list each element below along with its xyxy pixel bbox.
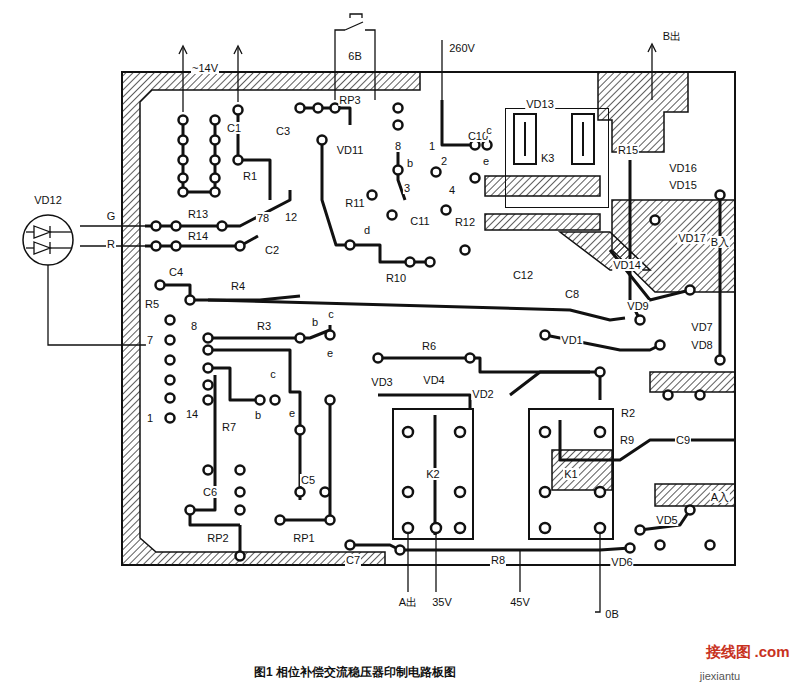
part-label: c <box>327 308 335 320</box>
part-label: R <box>106 238 116 250</box>
part-label: R6 <box>421 340 437 352</box>
part-label: R9 <box>619 434 635 446</box>
rectifier-bridge: VD12 <box>16 190 80 274</box>
part-label: VD2 <box>471 388 494 400</box>
part-label: RP1 <box>292 532 315 544</box>
part-label: 7 <box>146 334 154 346</box>
part-label: R4 <box>230 280 246 292</box>
part-label: d <box>363 224 371 236</box>
part-label: VD9 <box>626 300 649 312</box>
part-label: G <box>106 210 117 222</box>
part-label: R5 <box>144 298 160 310</box>
part-label: A出 <box>398 596 418 608</box>
part-label: VD17 <box>677 232 707 244</box>
part-label: VD3 <box>370 376 393 388</box>
part-label: R13 <box>187 208 209 220</box>
part-label: b <box>406 157 414 169</box>
part-label: VD4 <box>422 374 445 386</box>
part-label: b <box>311 316 319 328</box>
part-label: C3 <box>275 125 291 137</box>
part-label: 78 <box>256 212 270 224</box>
part-label: c <box>269 368 277 380</box>
part-label: 45V <box>509 596 531 608</box>
part-label: 2 <box>440 155 448 167</box>
part-label: 6B <box>347 50 362 62</box>
part-label: C5 <box>300 474 316 486</box>
part-label: c <box>485 124 493 136</box>
part-label: C2 <box>264 244 280 256</box>
part-label: VD7 <box>690 321 713 333</box>
part-label: B入 <box>710 236 730 248</box>
relay-name: K3 <box>540 152 555 164</box>
part-label: R8 <box>490 554 506 566</box>
part-label: RP2 <box>206 532 229 544</box>
part-label: C4 <box>168 266 184 278</box>
part-label: C7 <box>345 554 361 566</box>
part-label: e <box>326 347 334 359</box>
part-label: R12 <box>454 216 476 228</box>
part-label: R3 <box>256 320 272 332</box>
relay-name: K1 <box>563 468 578 480</box>
relay-outline: K1 <box>528 408 614 540</box>
part-label: 1 <box>428 140 436 152</box>
part-label: VD15 <box>668 179 698 191</box>
part-label: 8 <box>190 320 198 332</box>
part-label: b <box>254 409 262 421</box>
part-label: R14 <box>187 230 209 242</box>
part-label: VD6 <box>610 556 633 568</box>
part-label: R11 <box>344 197 365 209</box>
part-label: VD8 <box>690 339 713 351</box>
part-label: R10 <box>385 272 407 284</box>
figure-caption: 图1 相位补偿交流稳压器印制电路板图 <box>254 664 456 681</box>
watermark: jiexiantu <box>699 670 741 682</box>
part-label: 0B <box>604 608 619 620</box>
part-label: B出 <box>662 30 682 42</box>
part-label: C1 <box>226 122 242 134</box>
part-label: C12 <box>512 269 534 281</box>
part-label: VD1 <box>560 334 583 346</box>
part-label: VD11 <box>336 144 365 156</box>
part-label: VD14 <box>612 259 642 271</box>
watermark: .com <box>753 646 790 658</box>
bridge-symbol <box>20 212 76 268</box>
part-name: VD12 <box>33 194 63 206</box>
part-label: R7 <box>221 421 237 433</box>
part-label: R15 <box>617 144 639 156</box>
part-label: 1 <box>146 412 154 424</box>
watermark: 接线图 <box>705 646 752 658</box>
part-label: VD13 <box>525 98 555 110</box>
relay-name: K2 <box>425 468 440 480</box>
part-label: 14 <box>185 408 199 420</box>
part-label: VD5 <box>655 514 678 526</box>
part-label: 12 <box>284 211 298 223</box>
part-label: 35V <box>431 596 453 608</box>
part-label: 8 <box>394 140 402 152</box>
part-label: R2 <box>620 407 636 419</box>
part-label: C6 <box>202 486 218 498</box>
relay-outline: K3 <box>505 108 609 208</box>
part-label: ~14V <box>191 62 219 74</box>
part-label: C9 <box>675 434 691 446</box>
part-label: A入 <box>710 491 730 503</box>
part-label: 3 <box>403 182 411 194</box>
part-label: e <box>482 155 490 167</box>
part-label: 4 <box>448 184 456 196</box>
part-label: VD16 <box>668 162 698 174</box>
relay-outline: K2 <box>392 408 474 540</box>
part-label: C8 <box>564 288 580 300</box>
part-label: RP3 <box>338 94 361 106</box>
part-label: e <box>288 407 296 419</box>
part-label: R1 <box>242 170 258 182</box>
part-label: C11 <box>409 215 430 227</box>
part-label: 260V <box>448 42 476 54</box>
